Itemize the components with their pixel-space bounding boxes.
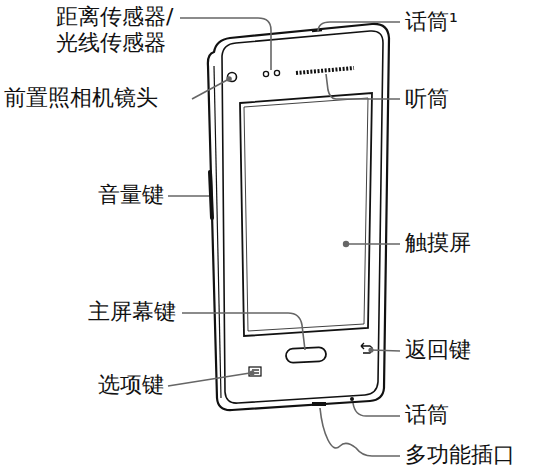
home-key	[286, 347, 327, 363]
part-label: 话筒¹	[405, 9, 458, 35]
leader-lines	[168, 18, 400, 456]
phone-shell	[208, 24, 389, 410]
multi-port	[312, 402, 326, 406]
part-label: 听筒	[405, 86, 449, 112]
sensor	[263, 71, 268, 76]
part-label: 触摸屏	[405, 230, 471, 256]
volume-key	[210, 172, 212, 218]
sensor	[274, 70, 279, 75]
part-label: 话筒	[405, 402, 449, 428]
part-label: 选项键	[98, 372, 164, 398]
part-label: 返回键	[405, 337, 471, 363]
part-label: 音量键	[98, 182, 164, 208]
part-label: 多功能插口	[405, 442, 515, 468]
part-label: 距离传感器/ 光线传感器	[56, 4, 174, 57]
earpiece	[296, 68, 354, 73]
screen-inner	[244, 98, 368, 331]
option-key	[249, 367, 261, 376]
leader-dots	[226, 76, 373, 375]
touch-screen	[240, 93, 372, 336]
bottom-mic	[350, 397, 354, 401]
phone-front	[222, 31, 383, 403]
part-label: 主屏幕键	[88, 299, 176, 325]
phone-side-edge	[214, 66, 221, 398]
part-label: 前置照相机镜头	[4, 85, 158, 111]
top-mic	[312, 30, 322, 31]
